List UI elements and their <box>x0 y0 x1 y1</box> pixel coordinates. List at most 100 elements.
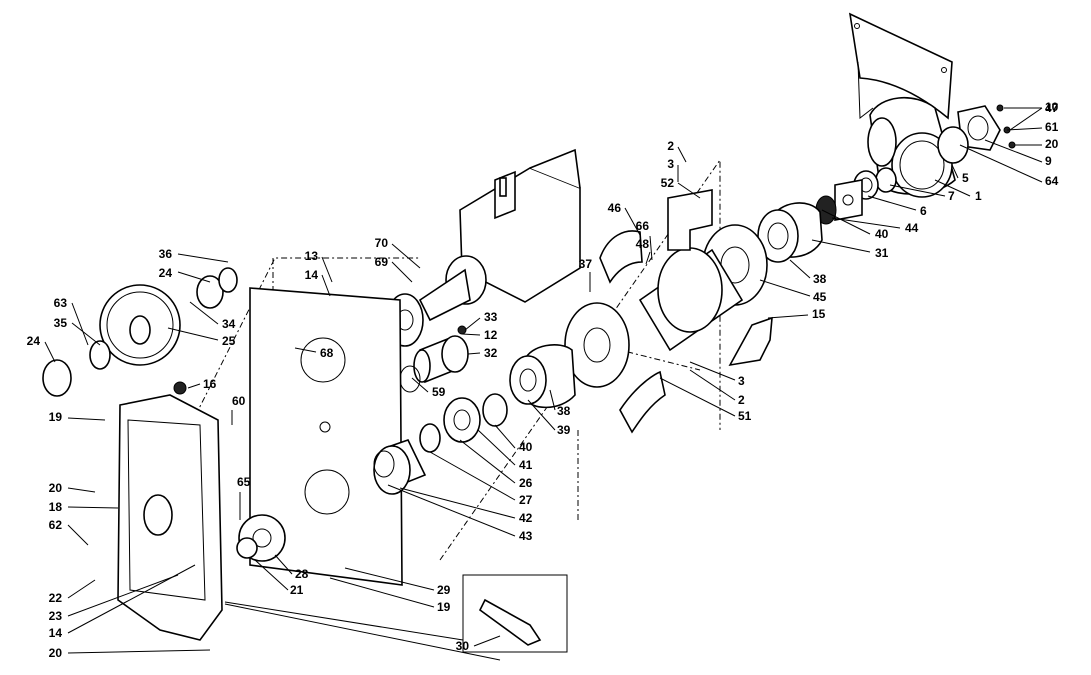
large-gear <box>42 267 238 397</box>
callout-label-69: 69 <box>375 255 389 269</box>
callout-leader-24 <box>44 341 56 363</box>
gearbox-cover <box>117 381 223 641</box>
callout-leader-28 <box>274 554 293 575</box>
callout-leader-20 <box>67 649 211 654</box>
callout-label-31: 31 <box>875 246 889 260</box>
callout-leader-38 <box>549 389 556 411</box>
callout-leader-52 <box>677 182 701 199</box>
callout-label-62: 62 <box>49 518 63 532</box>
callout-leader-2 <box>677 146 687 163</box>
callout-label-12: 12 <box>484 328 498 342</box>
brackets <box>599 189 773 434</box>
callout-label-26: 26 <box>519 476 533 490</box>
callout-label-44: 44 <box>905 221 919 235</box>
callout-label-38: 38 <box>813 272 827 286</box>
callout-label-38: 38 <box>557 404 571 418</box>
callout-label-22: 22 <box>49 591 63 605</box>
callout-label-30: 30 <box>456 639 470 653</box>
callout-leader-66 <box>649 235 653 261</box>
callout-leader-10 <box>1009 107 1043 131</box>
callout-leader-68 <box>294 347 317 353</box>
callout-leader-40 <box>821 209 871 235</box>
callout-leader-1 <box>934 179 971 197</box>
callout-label-60: 60 <box>232 394 246 408</box>
callout-label-70: 70 <box>375 236 389 250</box>
callout-label-68: 68 <box>320 346 334 360</box>
callout-label-14: 14 <box>305 268 319 282</box>
bearing-group-top <box>815 167 897 225</box>
callout-label-66: 66 <box>636 219 650 233</box>
callout-leader-2 <box>689 369 736 401</box>
callout-leader-46 <box>624 207 641 236</box>
callout-leader-43 <box>387 484 516 537</box>
callout-label-5: 5 <box>962 171 969 185</box>
callout-label-42: 42 <box>519 511 533 525</box>
callout-leader-44 <box>831 217 901 229</box>
callout-label-61: 61 <box>1045 120 1059 134</box>
callout-leader-21 <box>254 559 289 591</box>
callout-label-18: 18 <box>49 500 63 514</box>
callout-leader-34 <box>189 301 219 325</box>
callout-label-20: 20 <box>1045 137 1059 151</box>
callout-leader-5 <box>951 164 959 179</box>
callout-label-48: 48 <box>636 237 650 251</box>
callout-leader-42 <box>399 487 516 519</box>
callout-leader-3 <box>689 361 736 381</box>
callout-label-3: 3 <box>738 374 745 388</box>
callout-label-9: 9 <box>1045 154 1052 168</box>
callout-label-36: 36 <box>159 247 173 261</box>
callout-label-32: 32 <box>484 346 498 360</box>
callout-label-16: 16 <box>203 377 217 391</box>
callout-label-3: 3 <box>667 157 674 171</box>
mounting-plate <box>249 287 403 586</box>
callout-label-41: 41 <box>519 458 533 472</box>
tube-leaders <box>224 601 501 661</box>
callout-leader-36 <box>177 253 229 263</box>
callout-label-14: 14 <box>49 626 63 640</box>
gear-motor <box>386 148 581 347</box>
callout-label-40: 40 <box>875 227 889 241</box>
callout-labels: 4710612096451764440312352466648373845153… <box>27 100 1059 660</box>
callout-label-13: 13 <box>305 249 319 263</box>
callout-leader-69 <box>391 261 413 283</box>
callout-leader-64 <box>959 144 1043 183</box>
callout-label-20: 20 <box>49 646 63 660</box>
callout-leader-18 <box>67 506 119 509</box>
callout-leader-12 <box>461 333 481 336</box>
callout-leader-31 <box>811 239 871 253</box>
input-shaft <box>399 325 469 393</box>
callout-label-2: 2 <box>667 139 674 153</box>
callout-leader-14 <box>67 564 196 634</box>
callout-leader-29 <box>344 567 435 591</box>
callout-label-23: 23 <box>49 609 63 623</box>
callout-leader-59 <box>411 377 429 393</box>
callout-leader-19 <box>67 417 106 421</box>
callout-label-40: 40 <box>519 440 533 454</box>
bearing-stack-lower <box>373 393 508 495</box>
callout-leader-15 <box>767 314 809 319</box>
callout-label-25: 25 <box>222 334 236 348</box>
callout-leader-7 <box>889 184 946 197</box>
callout-label-7: 7 <box>948 189 955 203</box>
callout-leader-62 <box>67 524 89 546</box>
callout-leader-35 <box>71 322 101 346</box>
callout-label-27: 27 <box>519 493 533 507</box>
callout-label-65: 65 <box>237 475 251 489</box>
drum-hub-left <box>509 344 576 409</box>
callout-leader-23 <box>67 574 179 617</box>
callout-leader-6 <box>867 195 917 211</box>
callout-label-20: 20 <box>49 481 63 495</box>
callout-label-39: 39 <box>557 423 571 437</box>
callout-label-19: 19 <box>49 410 63 424</box>
callout-leader-26 <box>459 439 516 484</box>
callout-label-24: 24 <box>27 334 41 348</box>
callout-leader-30 <box>473 635 501 647</box>
callout-label-35: 35 <box>54 316 68 330</box>
callout-leader-39 <box>527 399 556 431</box>
callout-label-28: 28 <box>295 567 309 581</box>
callout-label-1: 1 <box>975 189 982 203</box>
callout-label-21: 21 <box>290 583 304 597</box>
callout-label-63: 63 <box>54 296 68 310</box>
callout-leader-33 <box>464 317 481 331</box>
callout-leader-22 <box>67 579 96 599</box>
